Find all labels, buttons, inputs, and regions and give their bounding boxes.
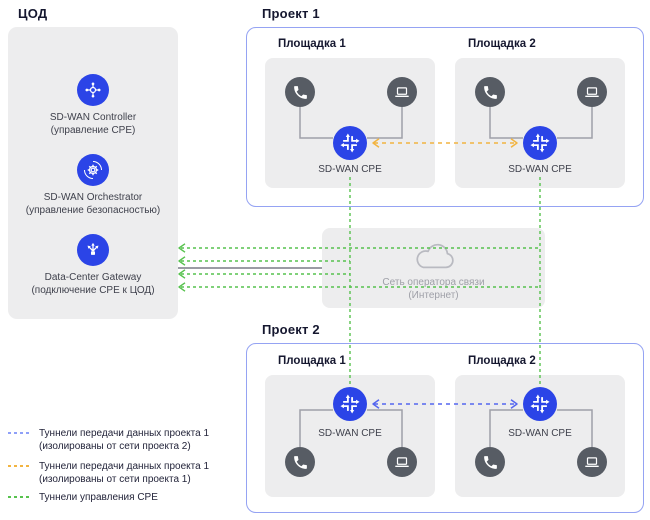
legend-swatch-orange-dashed [8, 465, 30, 467]
phone-icon [293, 455, 307, 469]
legend-swatch-green-dashed [8, 496, 30, 498]
phone-icon [483, 455, 497, 469]
orchestrator-label: SD-WAN Orchestrator [43, 192, 143, 203]
p2-site2-cpe-label: SD-WAN CPE [508, 428, 572, 439]
dc-node-gateway: Data-Center Gateway (подключение CPE к Ц… [8, 234, 178, 297]
p2-site2-cpe-node [523, 387, 557, 421]
cloud-icon [415, 243, 454, 269]
p1-site1-title: Площадка 1 [278, 38, 346, 50]
controller-label: SD-WAN Controller [49, 112, 137, 123]
dc-node-orchestrator: SD-WAN Orchestrator (управление безопасн… [8, 154, 178, 217]
legend-line: (изолированы от сети проекта 1) [39, 474, 191, 485]
p2-site1-cpe-label: SD-WAN CPE [318, 428, 382, 439]
p1-site1-phone-node [285, 77, 315, 107]
cpe-icon [340, 133, 360, 153]
p1-site1-laptop-node [387, 77, 417, 107]
operator-network-line2: (Интернет) [408, 290, 459, 301]
legend-text: Туннели передачи данных проекта 1 (изоли… [39, 427, 209, 453]
gateway-sublabel: (подключение CPE к ЦОД) [31, 284, 155, 296]
p2-site1-phone-node [285, 447, 315, 477]
p2-site2-phone-node [475, 447, 505, 477]
p1-site2-cpe-label: SD-WAN CPE [508, 164, 572, 175]
project1-title: Проект 1 [262, 6, 320, 21]
dc-node-controller: SD-WAN Controller (управление CPE) [8, 74, 178, 137]
controller-icon [85, 82, 101, 98]
project2-title: Проект 2 [262, 322, 320, 337]
datacenter-title: ЦОД [18, 6, 48, 21]
orchestrator-icon [84, 161, 102, 179]
laptop-icon [395, 457, 409, 468]
p1-site2-title: Площадка 2 [468, 38, 536, 50]
p2-site1-laptop-node [387, 447, 417, 477]
p2-site2-laptop-node [577, 447, 607, 477]
p1-site1-cpe-node [333, 126, 367, 160]
cpe-icon [530, 394, 550, 414]
legend-item-project2-tunnels: Туннели передачи данных проекта 1 (изоли… [8, 460, 209, 486]
legend-line: Туннели передачи данных проекта 1 [39, 461, 210, 472]
p2-site1-cpe-node [333, 387, 367, 421]
gateway-icon [87, 242, 99, 255]
cpe-icon [340, 394, 360, 414]
p2-site1-title: Площадка 1 [278, 355, 346, 367]
p1-site2-cpe-node [523, 126, 557, 160]
laptop-icon [585, 457, 599, 468]
gateway-label: Data-Center Gateway [44, 272, 142, 283]
controller-node-circle [77, 74, 109, 106]
legend-swatch-blue-dashed [8, 432, 30, 434]
operator-network-line1: Сеть оператора связи [382, 277, 485, 288]
phone-icon [293, 85, 307, 99]
operator-network-box: Сеть оператора связи (Интернет) [322, 228, 545, 308]
orchestrator-node-circle [77, 154, 109, 186]
laptop-icon [395, 87, 409, 98]
legend-line: Туннели передачи данных проекта 1 [39, 428, 210, 439]
p2-site2-title: Площадка 2 [468, 355, 536, 367]
legend-item-mgmt-tunnels: Туннели управления CPE [8, 491, 158, 504]
phone-icon [483, 85, 497, 99]
mgmt-tunnel-arrowheads [178, 243, 186, 292]
gateway-node-circle [77, 234, 109, 266]
legend-line: (изолированы от сети проекта 2) [39, 441, 191, 452]
cpe-icon [530, 133, 550, 153]
p1-site1-cpe-label: SD-WAN CPE [318, 164, 382, 175]
p1-site2-laptop-node [577, 77, 607, 107]
controller-sublabel: (управление CPE) [50, 124, 136, 136]
legend-text: Туннели передачи данных проекта 1 (изоли… [39, 460, 209, 486]
legend-item-project1-tunnels: Туннели передачи данных проекта 1 (изоли… [8, 427, 209, 453]
laptop-icon [585, 87, 599, 98]
orchestrator-sublabel: (управление безопасностью) [25, 204, 161, 216]
legend-line: Туннели управления CPE [39, 492, 158, 503]
legend-text: Туннели управления CPE [39, 491, 158, 504]
p1-site2-phone-node [475, 77, 505, 107]
